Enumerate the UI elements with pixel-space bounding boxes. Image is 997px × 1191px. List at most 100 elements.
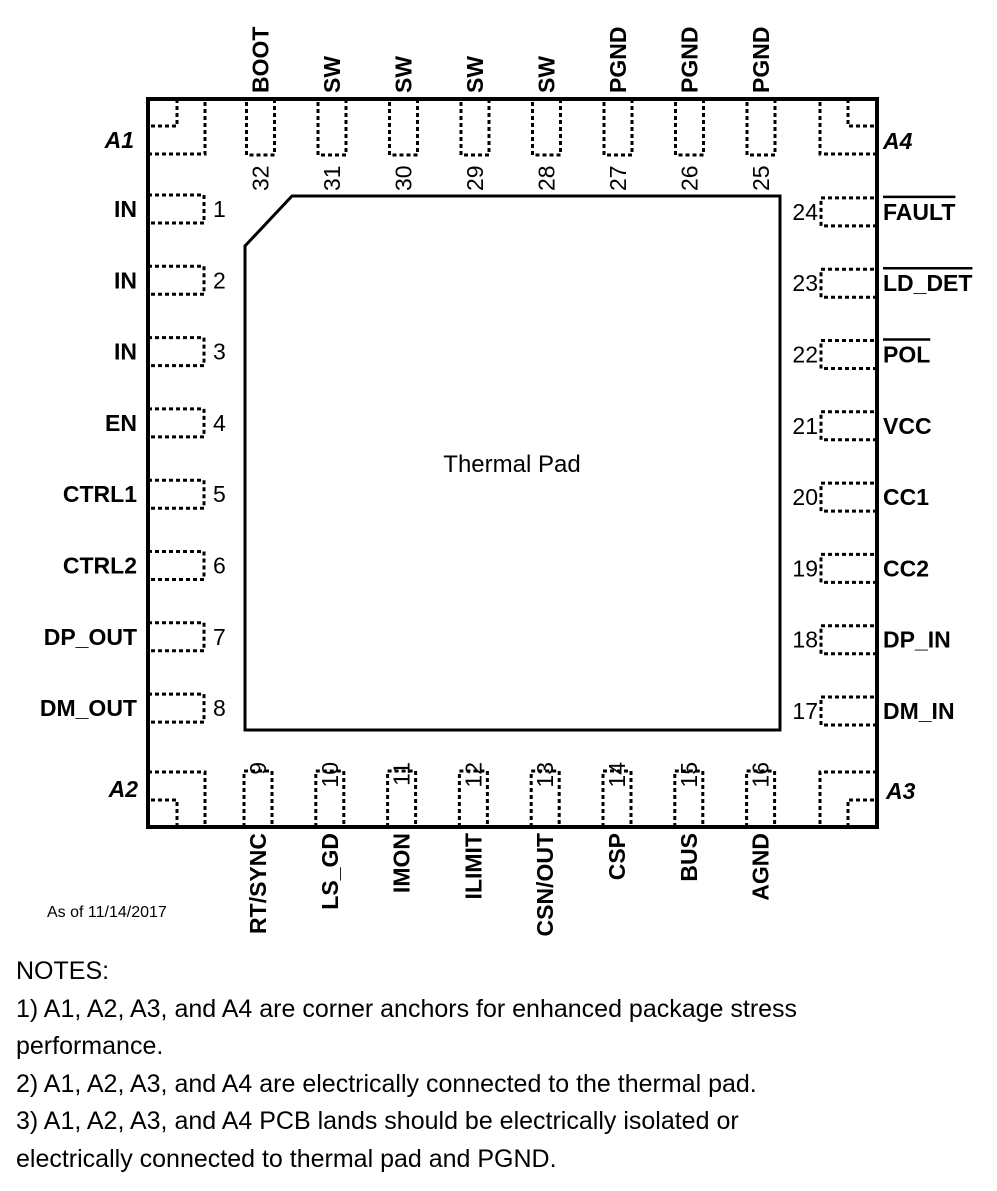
pin-21-pad (819, 410, 879, 442)
pin-20-pad (819, 481, 879, 513)
pin-11-number: 11 (389, 762, 415, 786)
pin-6-pad (146, 550, 206, 581)
pin-7-number: 7 (213, 624, 226, 650)
pin-6-number: 6 (213, 553, 226, 579)
pin-22-name: POL (883, 342, 930, 368)
pin-26-name: PGND (677, 27, 703, 93)
thermal-pad-label: Thermal Pad (443, 451, 580, 478)
pin-31-number: 31 (319, 165, 345, 191)
pin-29-number: 29 (462, 165, 488, 191)
pin-19-name: CC2 (883, 555, 929, 581)
pin-31-pad (316, 97, 348, 157)
anchor-a4-label: A4 (882, 128, 913, 154)
pin-24-name: FAULT (883, 199, 955, 225)
pin-22-pad (819, 339, 879, 370)
pin-11-name: IMON (389, 833, 415, 893)
note-line-1: 1) A1, A2, A3, and A4 are corner anchors… (16, 994, 798, 1023)
pin-4-name: EN (105, 410, 137, 436)
pin-13-number: 13 (532, 762, 558, 788)
pin-14-name: CSP (604, 833, 630, 880)
notes-heading: NOTES: (16, 957, 110, 985)
notes-block: NOTES: 1) A1, A2, A3, and A4 are corner … (16, 953, 976, 1178)
pin-4-pad (146, 407, 206, 439)
pin-30-pad (388, 97, 419, 157)
pin-8-number: 8 (213, 695, 226, 721)
pin-27-name: PGND (605, 27, 631, 93)
pin-21-name: VCC (883, 413, 932, 439)
pin-13-pad (529, 769, 561, 829)
pin-16-number: 16 (748, 762, 774, 788)
pin-19-pad (819, 552, 879, 584)
pin-8-pad (146, 692, 206, 724)
pin-1-pad (146, 193, 206, 225)
pin-9-name: RT/SYNC (245, 833, 271, 934)
anchor-a1-label: A1 (104, 127, 134, 153)
pin-30-number: 30 (391, 165, 417, 191)
pin-32-name: BOOT (248, 27, 274, 93)
pin-26-number: 26 (677, 165, 703, 191)
pin-5-number: 5 (213, 481, 226, 507)
pin-31-name: SW (319, 56, 345, 93)
pin-25-number: 25 (748, 165, 774, 191)
pin-12-name: ILIMIT (460, 833, 486, 899)
pin-2-name: IN (114, 267, 137, 293)
pin-15-pad (673, 769, 705, 829)
pin-12-number: 12 (460, 762, 486, 788)
pin-16-pad (745, 769, 777, 829)
pin-29-pad (459, 97, 491, 157)
pin-3-name: IN (114, 339, 137, 365)
pin-25-pad (745, 97, 777, 157)
anchor-a4-pad (818, 97, 879, 156)
pin-27-pad (602, 97, 634, 157)
pin-21-number: 21 (792, 413, 818, 439)
pin-17-number: 17 (792, 698, 818, 724)
pin-26-pad (674, 97, 705, 157)
pin-2-pad (146, 264, 206, 296)
pin-28-number: 28 (534, 165, 560, 191)
pin-19-number: 19 (792, 555, 818, 581)
note-line-3: 2) A1, A2, A3, and A4 are electrically c… (16, 1069, 757, 1098)
pin-25-name: PGND (748, 27, 774, 93)
date-stamp: As of 11/14/2017 (47, 904, 167, 921)
anchor-a1-pad (146, 97, 207, 156)
pin-4-number: 4 (213, 410, 226, 436)
pin-22-number: 22 (792, 342, 818, 368)
pin-16-name: AGND (748, 833, 774, 901)
note-line-2: performance. (16, 1032, 164, 1060)
note-line-4: 3) A1, A2, A3, and A4 PCB lands should b… (16, 1107, 739, 1135)
pin-1-name: IN (114, 196, 137, 222)
pin-13-name: CSN/OUT (532, 833, 558, 937)
pin-8-name: DM_OUT (40, 695, 137, 721)
pin-12-pad (457, 769, 489, 829)
pin-18-name: DP_IN (883, 627, 951, 653)
pin-29-name: SW (462, 56, 488, 93)
pin-11-pad (386, 769, 418, 829)
pin-23-name: LD_DET (883, 270, 972, 296)
pin-9-number: 9 (245, 762, 271, 775)
anchor-a3-label: A3 (885, 778, 916, 804)
pin-28-name: SW (534, 56, 560, 93)
pin-15-name: BUS (676, 833, 702, 882)
pin-30-name: SW (391, 56, 417, 93)
pin-32-number: 32 (248, 165, 274, 191)
pin-27-number: 27 (605, 165, 631, 191)
pin-32-pad (245, 97, 276, 157)
anchor-a2-pad (146, 770, 207, 829)
pin-17-pad (819, 695, 879, 727)
pin-15-number: 15 (676, 762, 702, 788)
pin-28-pad (531, 97, 562, 157)
pin-18-number: 18 (792, 627, 818, 653)
pin-23-number: 23 (792, 270, 818, 296)
pin-7-pad (146, 621, 206, 653)
pin-5-name: CTRL1 (63, 481, 137, 507)
pin-23-pad (819, 267, 879, 299)
pin-10-pad (314, 769, 346, 829)
pin-24-number: 24 (792, 199, 818, 225)
pin-17-name: DM_IN (883, 698, 955, 724)
pin-10-number: 10 (317, 762, 343, 788)
pin-5-pad (146, 478, 206, 510)
pin-3-pad (146, 336, 206, 368)
pin-10-name: LS_GD (317, 833, 343, 910)
